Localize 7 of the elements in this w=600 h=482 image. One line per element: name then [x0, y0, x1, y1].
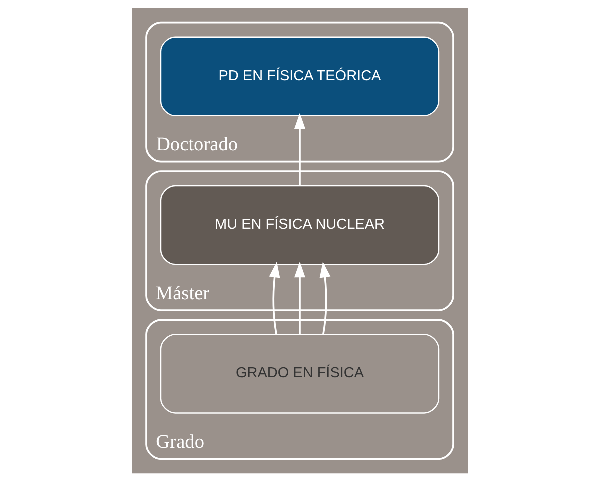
- arrow: [269, 262, 280, 334]
- node-box: MU EN FÍSICA NUCLEAR: [160, 185, 440, 266]
- node-box: GRADO EN FÍSICA: [160, 334, 440, 414]
- node-box: PD EN FÍSICA TEÓRICA: [160, 36, 440, 116]
- arrow: [294, 113, 306, 186]
- arrow: [320, 262, 331, 334]
- arrow: [294, 262, 306, 334]
